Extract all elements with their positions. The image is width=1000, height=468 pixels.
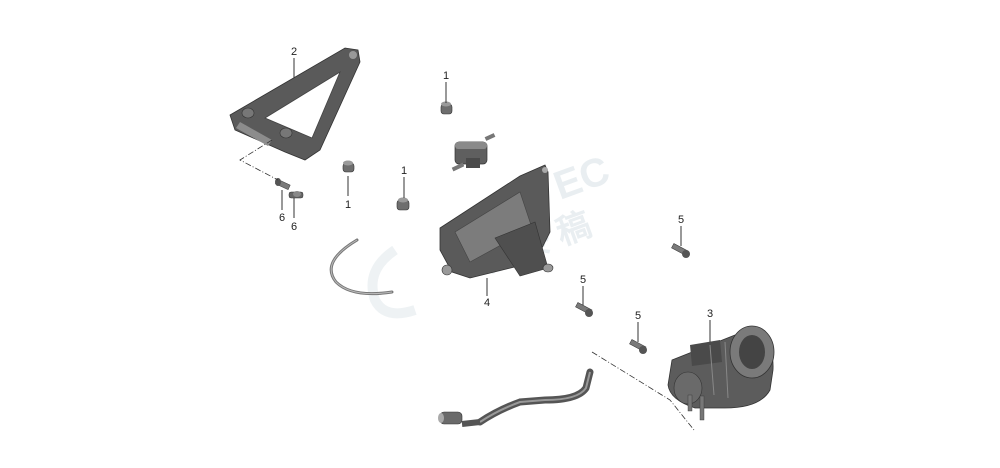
part-hose (438, 368, 594, 427)
part-clip-top (440, 101, 453, 115)
part-screw-6b (288, 191, 304, 199)
part-clip-middle (342, 160, 355, 173)
callout-part-5b: 5 (580, 274, 586, 286)
callout-part-3: 3 (707, 308, 713, 320)
bracket-hole (349, 51, 357, 59)
watermark-text-1: EC (548, 148, 615, 208)
part-mounting-bracket (439, 164, 554, 279)
callout-part-1-middle: 1 (345, 199, 351, 211)
callout-part-6a: 6 (279, 212, 285, 224)
callout-part-1-top: 1 (443, 70, 449, 82)
part-screw-6a (275, 178, 291, 191)
part-clip-right (396, 197, 410, 211)
part-bolt-5b (575, 302, 593, 317)
leader-lines (281, 58, 711, 342)
part-triangle-bracket (229, 47, 361, 161)
callout-part-5a: 5 (678, 214, 684, 226)
callouts: 2 1 1 1 6 6 4 5 5 5 3 (279, 46, 713, 322)
part-bolt-5a (671, 243, 690, 258)
callout-part-5c: 5 (635, 310, 641, 322)
callout-part-1-right: 1 (401, 165, 407, 177)
part-canister (667, 325, 775, 421)
callout-part-4: 4 (484, 297, 490, 309)
assembly-line-2 (591, 351, 695, 431)
callout-part-2: 2 (291, 46, 297, 58)
callout-part-6b: 6 (291, 221, 297, 233)
assembly-line-1 (239, 139, 279, 181)
part-bolt-5c (629, 339, 647, 354)
part-solenoid-valve (451, 133, 496, 172)
